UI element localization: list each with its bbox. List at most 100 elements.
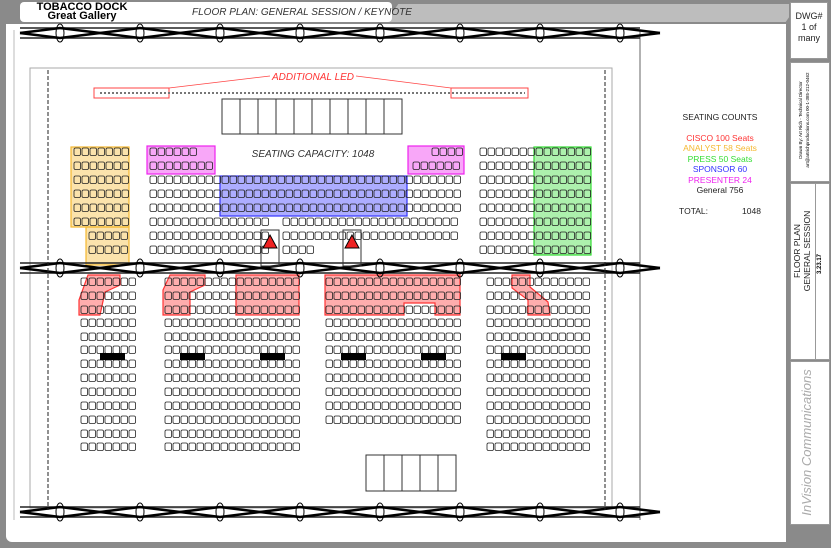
seat	[405, 203, 413, 212]
additional-led-label: ADDITIONAL LED	[271, 72, 354, 83]
seat	[341, 291, 349, 300]
seat	[510, 401, 518, 410]
seat	[212, 332, 220, 341]
seat	[121, 189, 129, 198]
led-leader	[168, 75, 271, 89]
seat	[157, 217, 165, 226]
seat	[212, 387, 220, 396]
seat	[479, 175, 487, 184]
mid-truss-brace	[179, 266, 261, 275]
seat	[197, 245, 205, 254]
seat	[204, 318, 212, 327]
seat	[128, 387, 136, 396]
seat	[149, 203, 157, 212]
seat	[197, 189, 205, 198]
bottom-truss-brace	[99, 510, 181, 519]
seat	[204, 373, 212, 382]
seat	[81, 175, 89, 184]
seat	[120, 332, 128, 341]
seat	[165, 147, 173, 156]
seat	[80, 359, 88, 368]
seat	[534, 429, 542, 438]
seat	[220, 305, 228, 314]
seat	[325, 203, 333, 212]
seat	[268, 387, 276, 396]
seat	[212, 305, 220, 314]
seat	[188, 332, 196, 341]
seat	[180, 291, 188, 300]
seat	[301, 189, 309, 198]
seat	[378, 231, 386, 240]
seat	[298, 245, 306, 254]
seat	[365, 387, 373, 396]
seat	[128, 291, 136, 300]
seat	[205, 245, 213, 254]
seat	[276, 401, 284, 410]
seat	[292, 332, 300, 341]
seat	[494, 387, 502, 396]
seat	[503, 175, 511, 184]
seat	[164, 387, 172, 396]
seat	[338, 217, 346, 226]
seat	[346, 217, 354, 226]
seat	[157, 147, 165, 156]
seat	[164, 429, 172, 438]
seat	[317, 203, 325, 212]
top-truss-light	[295, 23, 305, 43]
bottom-truss-brace	[259, 505, 341, 514]
seat	[220, 359, 228, 368]
seat	[566, 373, 574, 382]
top-truss-light	[455, 23, 465, 43]
seat	[253, 231, 261, 240]
top-truss-brace	[19, 26, 101, 35]
seat	[381, 277, 389, 286]
seat	[333, 277, 341, 286]
seat	[104, 373, 112, 382]
seat	[88, 231, 96, 240]
seat	[429, 203, 437, 212]
seat	[486, 429, 494, 438]
seat	[479, 147, 487, 156]
seat	[120, 291, 128, 300]
bottom-truss-brace	[339, 510, 421, 519]
venue-line1: TOBACCO DOCK	[36, 1, 128, 13]
seat	[487, 203, 495, 212]
seat	[112, 387, 120, 396]
seat	[445, 332, 453, 341]
seat	[244, 442, 252, 451]
seat	[373, 291, 381, 300]
seat	[180, 442, 188, 451]
seat	[511, 175, 519, 184]
seat	[389, 318, 397, 327]
seat	[534, 345, 542, 354]
seat	[173, 147, 181, 156]
seat	[551, 203, 559, 212]
seat	[421, 387, 429, 396]
seat	[397, 373, 405, 382]
seat	[330, 231, 338, 240]
seat	[381, 387, 389, 396]
seat	[128, 332, 136, 341]
seat	[453, 318, 461, 327]
seat	[486, 318, 494, 327]
seat	[245, 175, 253, 184]
bottom-truss-brace	[19, 510, 101, 519]
seat	[325, 332, 333, 341]
seat	[97, 147, 105, 156]
seat	[292, 442, 300, 451]
seat	[357, 359, 365, 368]
seat	[290, 217, 298, 226]
seat	[276, 305, 284, 314]
seat	[333, 291, 341, 300]
seat	[487, 245, 495, 254]
seat	[314, 217, 322, 226]
seat	[88, 277, 96, 286]
date-box: 3.23.17	[815, 183, 830, 360]
seat	[349, 175, 357, 184]
mid-truss-brace	[259, 266, 341, 275]
seat	[112, 291, 120, 300]
seat	[365, 318, 373, 327]
seat	[421, 189, 429, 198]
seat	[442, 217, 450, 226]
seat	[164, 291, 172, 300]
